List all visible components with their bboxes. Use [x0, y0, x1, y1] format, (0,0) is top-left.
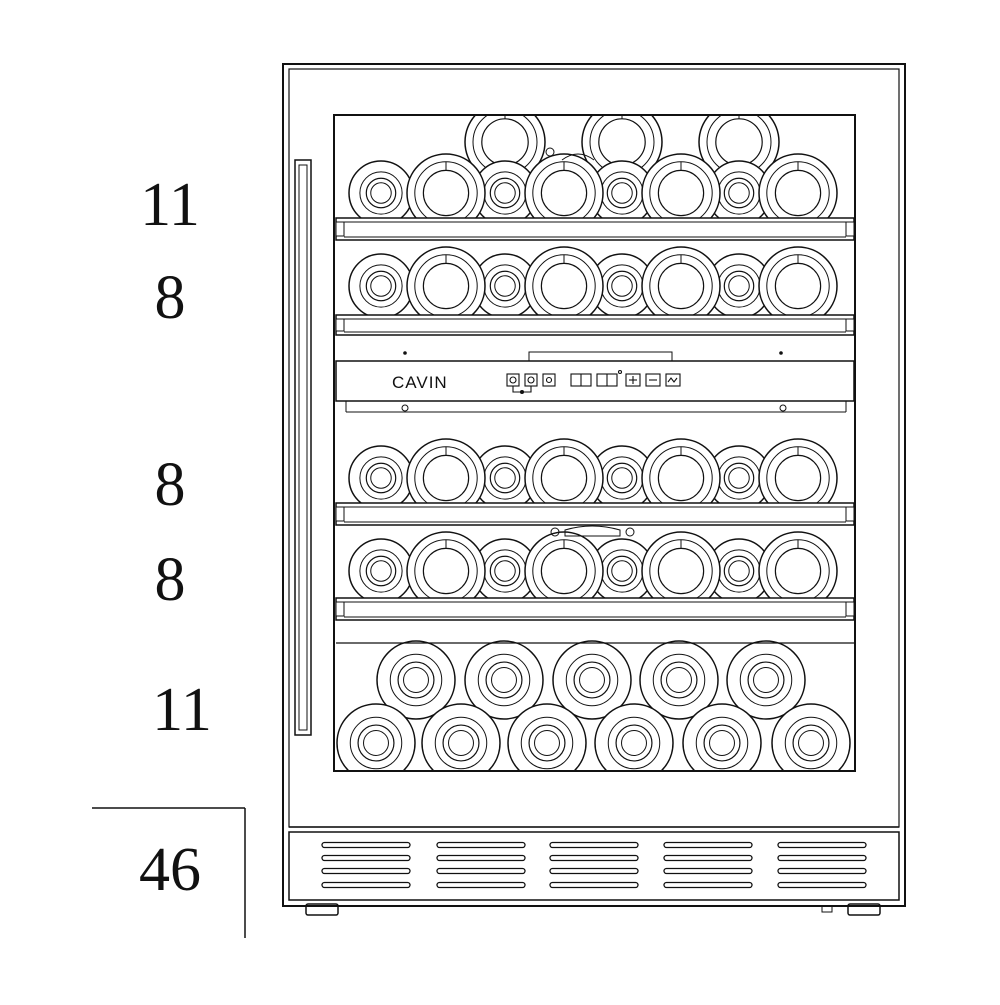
bottle-42: [421, 703, 501, 770]
plus-icon[interactable]: [625, 373, 641, 387]
vent-slot-group-3: [549, 841, 639, 889]
vent-grille: [321, 841, 867, 889]
bottle-layer: [336, 116, 851, 770]
wine-shelf-2: [335, 314, 855, 336]
shelf-count-1: 11: [140, 171, 200, 239]
bottle-5: [472, 160, 538, 226]
bottle-26: [641, 438, 721, 518]
bottle-36: [376, 640, 456, 720]
fan-grille-lower: [550, 525, 635, 537]
vent-slot-group-5: [777, 841, 867, 889]
bottle-30: [589, 538, 655, 604]
vent-slot-group-1: [321, 841, 411, 889]
bottle-34: [641, 531, 721, 611]
bottle-6: [589, 160, 655, 226]
bottle-11: [758, 153, 838, 233]
shelf-layer: [335, 217, 855, 644]
bottle-8: [406, 153, 486, 233]
bottle-12: [348, 253, 414, 319]
wine-shelf-3: [335, 502, 855, 526]
zone-icon[interactable]: [542, 373, 556, 387]
bottle-3: [698, 116, 780, 183]
shelf-count-2: 8: [155, 264, 186, 332]
total-count: 46: [139, 836, 201, 904]
bottle-2: [581, 116, 663, 183]
bottle-4: [348, 160, 414, 226]
shelf-count-4: 8: [155, 546, 186, 614]
bottle-24: [406, 438, 486, 518]
brand-logo: CAVIN: [392, 373, 448, 392]
unit-icon[interactable]: [665, 373, 681, 387]
bottle-44: [594, 703, 674, 770]
vent-slot-group-2: [436, 841, 526, 889]
bottle-20: [348, 445, 414, 511]
bottle-46: [771, 703, 851, 770]
bottle-14: [589, 253, 655, 319]
wine-shelf-4: [335, 597, 855, 621]
bottle-16: [406, 246, 486, 326]
base-grille-frame: [288, 831, 900, 901]
bottle-43: [507, 703, 587, 770]
bottle-28: [348, 538, 414, 604]
total-count-box: 46: [92, 807, 246, 938]
power-icon[interactable]: [506, 373, 520, 387]
bottle-18: [641, 246, 721, 326]
bottle-38: [552, 640, 632, 720]
shelf-count-5: 11: [152, 676, 212, 744]
bottle-17: [524, 246, 604, 326]
foot-left: [305, 903, 339, 916]
bottle-10: [641, 153, 721, 233]
foot-right: [847, 903, 881, 916]
bottle-21: [472, 445, 538, 511]
minus-icon[interactable]: [645, 373, 661, 387]
bottle-35: [758, 531, 838, 611]
shelf-count-3: 8: [155, 451, 186, 519]
bottle-25: [524, 438, 604, 518]
bottle-40: [726, 640, 806, 720]
bottle-45: [682, 703, 762, 770]
wine-shelf-1: [335, 217, 855, 241]
bottle-29: [472, 538, 538, 604]
bottle-32: [406, 531, 486, 611]
bottle-9: [524, 153, 604, 233]
bottle-41: [336, 703, 416, 770]
bottle-15: [706, 253, 772, 319]
fan-grille-upper: [545, 147, 595, 161]
vent-slot-group-4: [663, 841, 753, 889]
bottle-37: [464, 640, 544, 720]
bottle-22: [589, 445, 655, 511]
bottle-39: [639, 640, 719, 720]
bottle-33: [524, 531, 604, 611]
control-panel: CAVIN: [335, 351, 855, 413]
shelf-count-labels: 11 8 8 8 11: [140, 171, 212, 744]
bottle-19: [758, 246, 838, 326]
light-icon[interactable]: [524, 373, 538, 387]
cabinet: [282, 63, 906, 916]
door-handle: [294, 159, 312, 736]
